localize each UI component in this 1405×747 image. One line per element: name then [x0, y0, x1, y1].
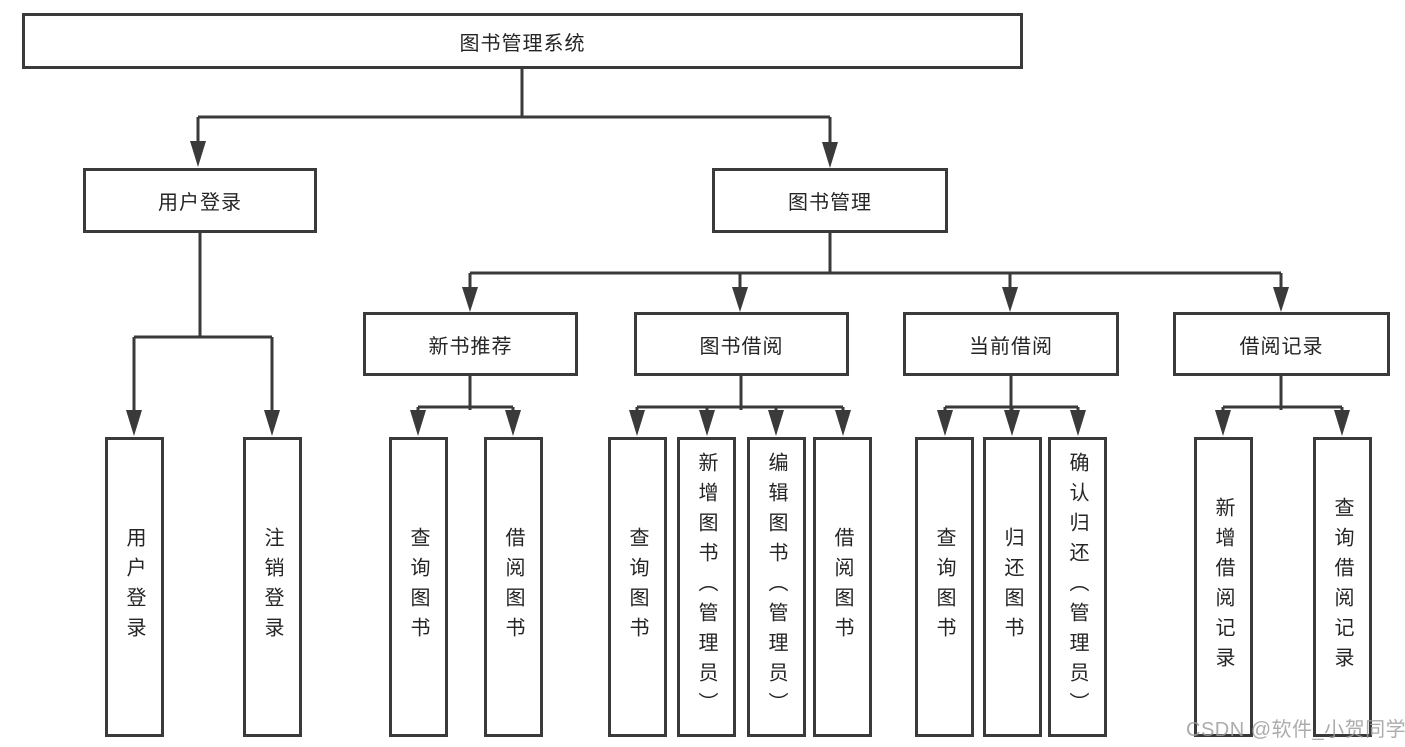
leaf-label: 新增图书（管理员） [695, 452, 717, 722]
leaf-label: 确认归还（管理员） [1066, 452, 1088, 722]
leaf-edit-books-admin: 编辑图书（管理员） [747, 437, 806, 737]
node-label: 图书管理系统 [459, 32, 586, 55]
node-label: 借阅记录 [1239, 335, 1324, 358]
node-new-book-recommend: 新书推荐 [363, 312, 578, 376]
node-root-system: 图书管理系统 [22, 13, 1023, 69]
leaf-label: 注销登录 [261, 527, 283, 647]
leaf-label: 查询图书 [933, 527, 955, 647]
leaf-label: 用户登录 [123, 527, 145, 647]
leaf-borrow-books: 借阅图书 [813, 437, 872, 737]
leaf-add-borrow-record: 新增借阅记录 [1194, 437, 1253, 737]
leaf-confirm-return-admin: 确认归还（管理员） [1048, 437, 1107, 737]
node-borrowing-records: 借阅记录 [1173, 312, 1390, 376]
leaf-label: 编辑图书（管理员） [765, 452, 787, 722]
leaf-query-books: 查询图书 [915, 437, 974, 737]
leaf-user-login: 用户登录 [105, 437, 164, 737]
leaf-borrow-books: 借阅图书 [484, 437, 543, 737]
csdn-watermark: CSDN @软件_小贺同学 [1186, 719, 1405, 741]
node-current-borrowing: 当前借阅 [903, 312, 1119, 376]
leaf-label: 新增借阅记录 [1212, 497, 1234, 677]
node-label: 新书推荐 [428, 335, 513, 358]
leaf-query-books: 查询图书 [608, 437, 667, 737]
node-book-management-branch: 图书管理 [712, 168, 948, 233]
node-label: 图书管理 [788, 192, 872, 214]
leaf-return-books: 归还图书 [983, 437, 1042, 737]
node-label: 当前借阅 [969, 335, 1053, 358]
leaf-label: 查询图书 [626, 527, 648, 647]
node-label: 用户登录 [158, 192, 242, 214]
leaf-query-books: 查询图书 [389, 437, 448, 737]
leaf-add-books-admin: 新增图书（管理员） [677, 437, 736, 737]
node-book-borrowing: 图书借阅 [634, 312, 849, 376]
leaf-label: 借阅图书 [831, 527, 853, 647]
node-user-login-branch: 用户登录 [83, 168, 317, 233]
node-label: 图书借阅 [699, 335, 784, 358]
leaf-label: 借阅图书 [502, 527, 524, 647]
leaf-logout: 注销登录 [243, 437, 302, 737]
leaf-label: 查询借阅记录 [1331, 497, 1353, 677]
leaf-label: 查询图书 [407, 527, 429, 647]
leaf-query-borrow-record: 查询借阅记录 [1313, 437, 1372, 737]
leaf-label: 归还图书 [1001, 527, 1023, 647]
